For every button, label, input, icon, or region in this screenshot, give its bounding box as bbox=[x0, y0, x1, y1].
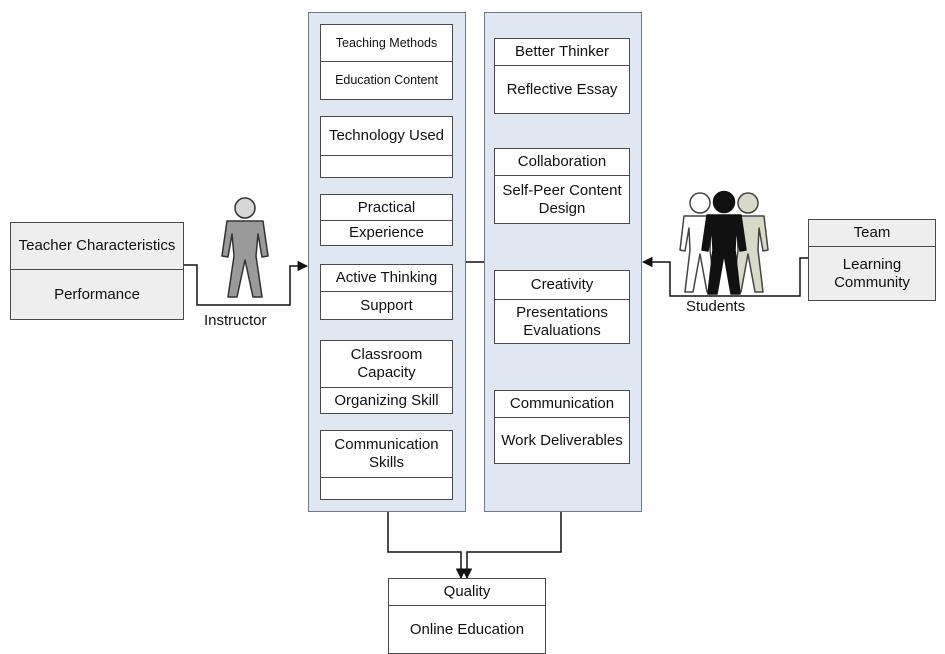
practical-experience-box: Practical Experience bbox=[320, 194, 453, 246]
classroom-capacity-box: Classroom Capacity Organizing Skill bbox=[320, 340, 453, 414]
connector-left-panel-to-quality bbox=[387, 512, 467, 580]
connector-teacher-to-panel bbox=[183, 260, 309, 306]
practical-label: Practical bbox=[357, 198, 416, 216]
collaboration-box: Collaboration Self-Peer Content Design bbox=[494, 148, 630, 224]
teacher-characteristics-box: Teacher Characteristics Performance bbox=[10, 222, 184, 320]
classroom-capacity-label: Classroom Capacity bbox=[350, 346, 423, 381]
communication-skills-label: Communication Skills bbox=[334, 436, 439, 471]
active-thinking-box: Active Thinking Support bbox=[320, 264, 453, 320]
technology-used-label: Technology Used bbox=[328, 127, 445, 144]
communication-skills-box: Communication Skills bbox=[320, 430, 453, 500]
communication-box: Communication Work Deliverables bbox=[494, 390, 630, 464]
creativity-label: Creativity bbox=[530, 276, 594, 293]
team-label: Team bbox=[809, 220, 935, 246]
presentations-evaluations-label: Presentations Evaluations bbox=[495, 299, 629, 343]
learning-community-label: Learning Community bbox=[809, 246, 935, 300]
better-thinker-label: Better Thinker bbox=[515, 43, 609, 60]
quality-box: Quality Online Education bbox=[388, 578, 546, 654]
collaboration-label: Collaboration bbox=[517, 153, 607, 170]
self-peer-content-design-label: Self-Peer Content Design bbox=[495, 175, 629, 223]
organizing-skill-label: Organizing Skill bbox=[321, 387, 452, 413]
technology-used-empty-cell bbox=[321, 155, 452, 177]
communication-label: Communication bbox=[509, 395, 615, 412]
connector-team-to-panel bbox=[641, 256, 808, 297]
creativity-box: Creativity Presentations Evaluations bbox=[494, 270, 630, 344]
teaching-methods-box: Teaching Methods Education Content bbox=[320, 24, 453, 100]
experience-label: Experience bbox=[321, 220, 452, 245]
instructor-figure-icon bbox=[221, 197, 269, 298]
quality-label: Quality bbox=[443, 583, 491, 600]
communication-skills-empty-cell bbox=[321, 477, 452, 499]
active-thinking-label: Active Thinking bbox=[335, 269, 438, 286]
technology-used-box: Technology Used bbox=[320, 116, 453, 178]
team-box: Team Learning Community bbox=[808, 219, 936, 301]
teaching-methods-label: Teaching Methods bbox=[335, 35, 438, 50]
students-label: Students bbox=[686, 298, 746, 315]
students-group-icon bbox=[679, 190, 769, 295]
work-deliverables-label: Work Deliverables bbox=[495, 417, 629, 463]
better-thinker-box: Better Thinker Reflective Essay bbox=[494, 38, 630, 114]
education-content-label: Education Content bbox=[321, 61, 452, 99]
instructor-label: Instructor bbox=[204, 312, 267, 329]
reflective-essay-label: Reflective Essay bbox=[495, 65, 629, 113]
performance-label: Performance bbox=[11, 269, 183, 319]
teacher-characteristics-label: Teacher Characteristics bbox=[11, 223, 183, 269]
online-education-label: Online Education bbox=[389, 605, 545, 653]
student-figure-front-icon bbox=[701, 190, 747, 295]
connector-right-panel-to-quality bbox=[461, 512, 562, 580]
support-label: Support bbox=[321, 291, 452, 319]
